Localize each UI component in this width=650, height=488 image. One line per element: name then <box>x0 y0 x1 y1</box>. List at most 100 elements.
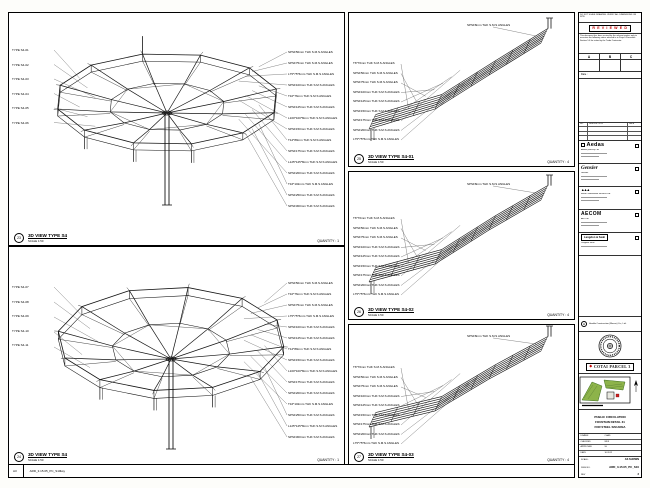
beam-3d-view <box>368 174 553 296</box>
callout-label: SPSF250mm THK S.M.S ANGLES <box>288 193 335 197</box>
callout-label: SPSF150mm THK S.M.S ANGLES <box>353 108 400 113</box>
callout-label: T12*89mm THK S.M.S ANGLES <box>288 138 332 142</box>
status-col-c: C <box>629 55 633 59</box>
callout-label: SPSF75mm THK S.M.S ANGLES <box>353 235 398 239</box>
sheet-bottom-strip: A3 ARD_3.15.05_PC_S10ksy <box>8 464 575 478</box>
callout-label: L75*75*6mm THK S.M.S ANGLES <box>353 137 399 141</box>
view-scale: SCALE 1:50 <box>28 239 44 243</box>
key-plan-row <box>579 374 641 410</box>
callout-label: L75*75*6mm THK S.M.S ANGLES <box>288 72 334 76</box>
firm-checkbox[interactable] <box>635 235 639 240</box>
north-arrow-icon <box>634 379 638 386</box>
callout-label: SPSF175mm THK S.M.S ANGLES <box>288 149 335 153</box>
callout-label: SPSF125mm THK S.M.S ANGLES <box>353 254 400 258</box>
general-note: DO NOT SCALE DRAWING. VERIFY ALL DIMENSI… <box>579 13 641 23</box>
status-abc-table: A B C <box>579 54 641 72</box>
callout-label: SPSF175mm THK S.M.S ANGLES <box>353 422 400 426</box>
callout-label: T6*76mm THK S.M.S ANGLES <box>353 216 395 220</box>
callout-label: SPSF200mm THK S.M.S ANGLES <box>353 282 400 287</box>
scale-label: SCALE : <box>581 459 589 461</box>
callout-label: SPSF75mm THK S.M.S ANGLES <box>353 80 398 84</box>
callout-label: TYPE S4-05 <box>12 106 29 110</box>
callout-label: SPSF50mm THK S.M.S ANGLES <box>288 281 333 285</box>
detail-bubble: 23 <box>14 233 24 243</box>
view-scale: SCALE 1:50 <box>368 160 384 164</box>
callout-label: TYPE S4-08 <box>12 299 29 304</box>
callout-label: T12*89mm THK S.M.S ANGLES <box>288 347 332 351</box>
callout-label: SPSF100mm THK S.M.S ANGLES <box>353 393 400 398</box>
callout-label: SPSF75mm THK S.M.S ANGLES <box>288 61 333 65</box>
canopy-3d-view <box>53 36 288 207</box>
rev-value: 3 <box>637 473 639 476</box>
callout-label: SPSF8mm THK S.M.S ANGLES <box>467 23 511 27</box>
field-value: WKF <box>604 440 610 443</box>
key-plan <box>579 376 638 406</box>
view-footer: 24 3D VIEW TYPE S4 SCALE 1:50 QUANTITY :… <box>14 452 339 462</box>
callout-label: T10*76mm THK S.M.S ANGLES <box>288 292 332 296</box>
quantity-note: QUANTITY : 1 <box>317 458 339 462</box>
contractor-name: Healda Construction (Macau) Co., Ltd. <box>589 322 627 325</box>
address-line <box>581 155 599 157</box>
dwg-no-value: ARD_3.15.05_PC_S10 <box>609 465 639 469</box>
callout-label: T6*76mm THK S.M.S ANGLES <box>353 365 395 369</box>
firm-row-gensler: Gensler Gensler <box>579 164 641 187</box>
firm-checkbox[interactable] <box>635 143 639 148</box>
firm-checkbox[interactable] <box>635 166 639 171</box>
firm-checkbox[interactable] <box>635 212 639 217</box>
firm-name: Maca Professional Services Ltd. <box>581 193 611 196</box>
gensler-logo: Gensler <box>581 165 598 172</box>
view-footer: 25 3D VIEW TYPE S4-01 SCALE 1:50 QUANTIT… <box>354 154 569 164</box>
firm-checkbox[interactable] <box>635 189 639 194</box>
address-line <box>581 246 607 248</box>
drawing-title-line: FOR STEEL S/M AREA <box>594 424 626 429</box>
address-line <box>581 222 607 224</box>
revision-table: NO. DESCRIPTION DATE <box>579 122 641 141</box>
callout-label: SPSF8mm THK S.M.S ANGLES <box>467 182 511 186</box>
field-label: APPROVED <box>580 446 593 449</box>
title-block: DO NOT SCALE DRAWING. VERIFY ALL DIMENSI… <box>578 12 642 478</box>
address-line <box>581 199 599 201</box>
callout-label: SPSF50mm THK S.M.S ANGLES <box>353 374 398 379</box>
callout-label: SPSF175mm THK S.M.S ANGLES <box>353 118 400 122</box>
callout-label: L75*75*6mm THK S.M.S ANGLES <box>353 292 399 296</box>
callout-labels-left: T6*76mm THK S.M.S ANGLES SPSF50mm THK S.M… <box>353 214 403 300</box>
callout-label: SPSF150mm THK S.M.S ANGLES <box>353 263 400 268</box>
file-reference: ARD_3.15.05_PC_S10ksy <box>29 469 66 473</box>
callout-label: SPSF200mm THK S.M.S ANGLES <box>353 127 400 132</box>
quantity-note: QUANTITY : 4 <box>547 458 569 462</box>
address-line <box>581 153 607 155</box>
dwg-no-label: DWG NO. <box>581 467 591 469</box>
callout-label: SPSF75mm THK S.M.S ANGLES <box>353 384 398 388</box>
callout-label: SPSF100mm THK S.M.S ANGLES <box>353 244 400 249</box>
callout-label: SPSF50mm THK S.M.S ANGLES <box>353 225 398 230</box>
contractor-logo-icon: H <box>581 321 587 327</box>
callout-label: SPSF175mm THK S.M.S ANGLES <box>353 273 400 277</box>
quantity-note: QUANTITY : 1 <box>317 239 339 243</box>
callout-label: TYPE S4-02 <box>12 62 29 67</box>
view-panel-type-s4-01: SPSF8mm THK S.M.S ANGLES T6*76mm THK S.M… <box>348 12 575 167</box>
callout-label: SPSF100mm THK S.M.S ANGLES <box>288 83 335 87</box>
beam-3d-view <box>368 17 553 141</box>
callout-label: L75*75*6mm THK S.M.S ANGLES <box>353 441 399 445</box>
callout-label: SPSF125mm THK S.M.S ANGLES <box>353 99 400 103</box>
drawing-title-line: PUBLIC CIRCULATION <box>594 414 626 419</box>
callout-label: TYPE S4-10 <box>12 328 29 333</box>
canopy-3d-view <box>53 282 288 450</box>
view-panel-type-s4-03: SPSF8mm THK S.M.S ANGLES T6*76mm THK S.M… <box>348 324 575 465</box>
status-cell <box>621 60 641 71</box>
firm-name: Gensler <box>581 172 589 175</box>
callout-label: T16*102mm THK S.M.S ANGLES <box>288 182 333 186</box>
callout-label: TYPE S4-07 <box>12 285 29 289</box>
callout-label: TYPE S4-01 <box>12 48 29 52</box>
callout-label: L100*100*8mm THK S.M.S ANGLES <box>288 369 338 373</box>
rev-header-desc: DESCRIPTION <box>588 122 628 127</box>
callout-label: TYPE S4-03 <box>12 77 29 81</box>
firm-name: AECOM <box>581 218 589 221</box>
callout-label: L125*125*8mm THK S.M.S ANGLES <box>288 424 338 428</box>
address-line <box>581 197 607 199</box>
field-value: SL <box>604 446 608 449</box>
